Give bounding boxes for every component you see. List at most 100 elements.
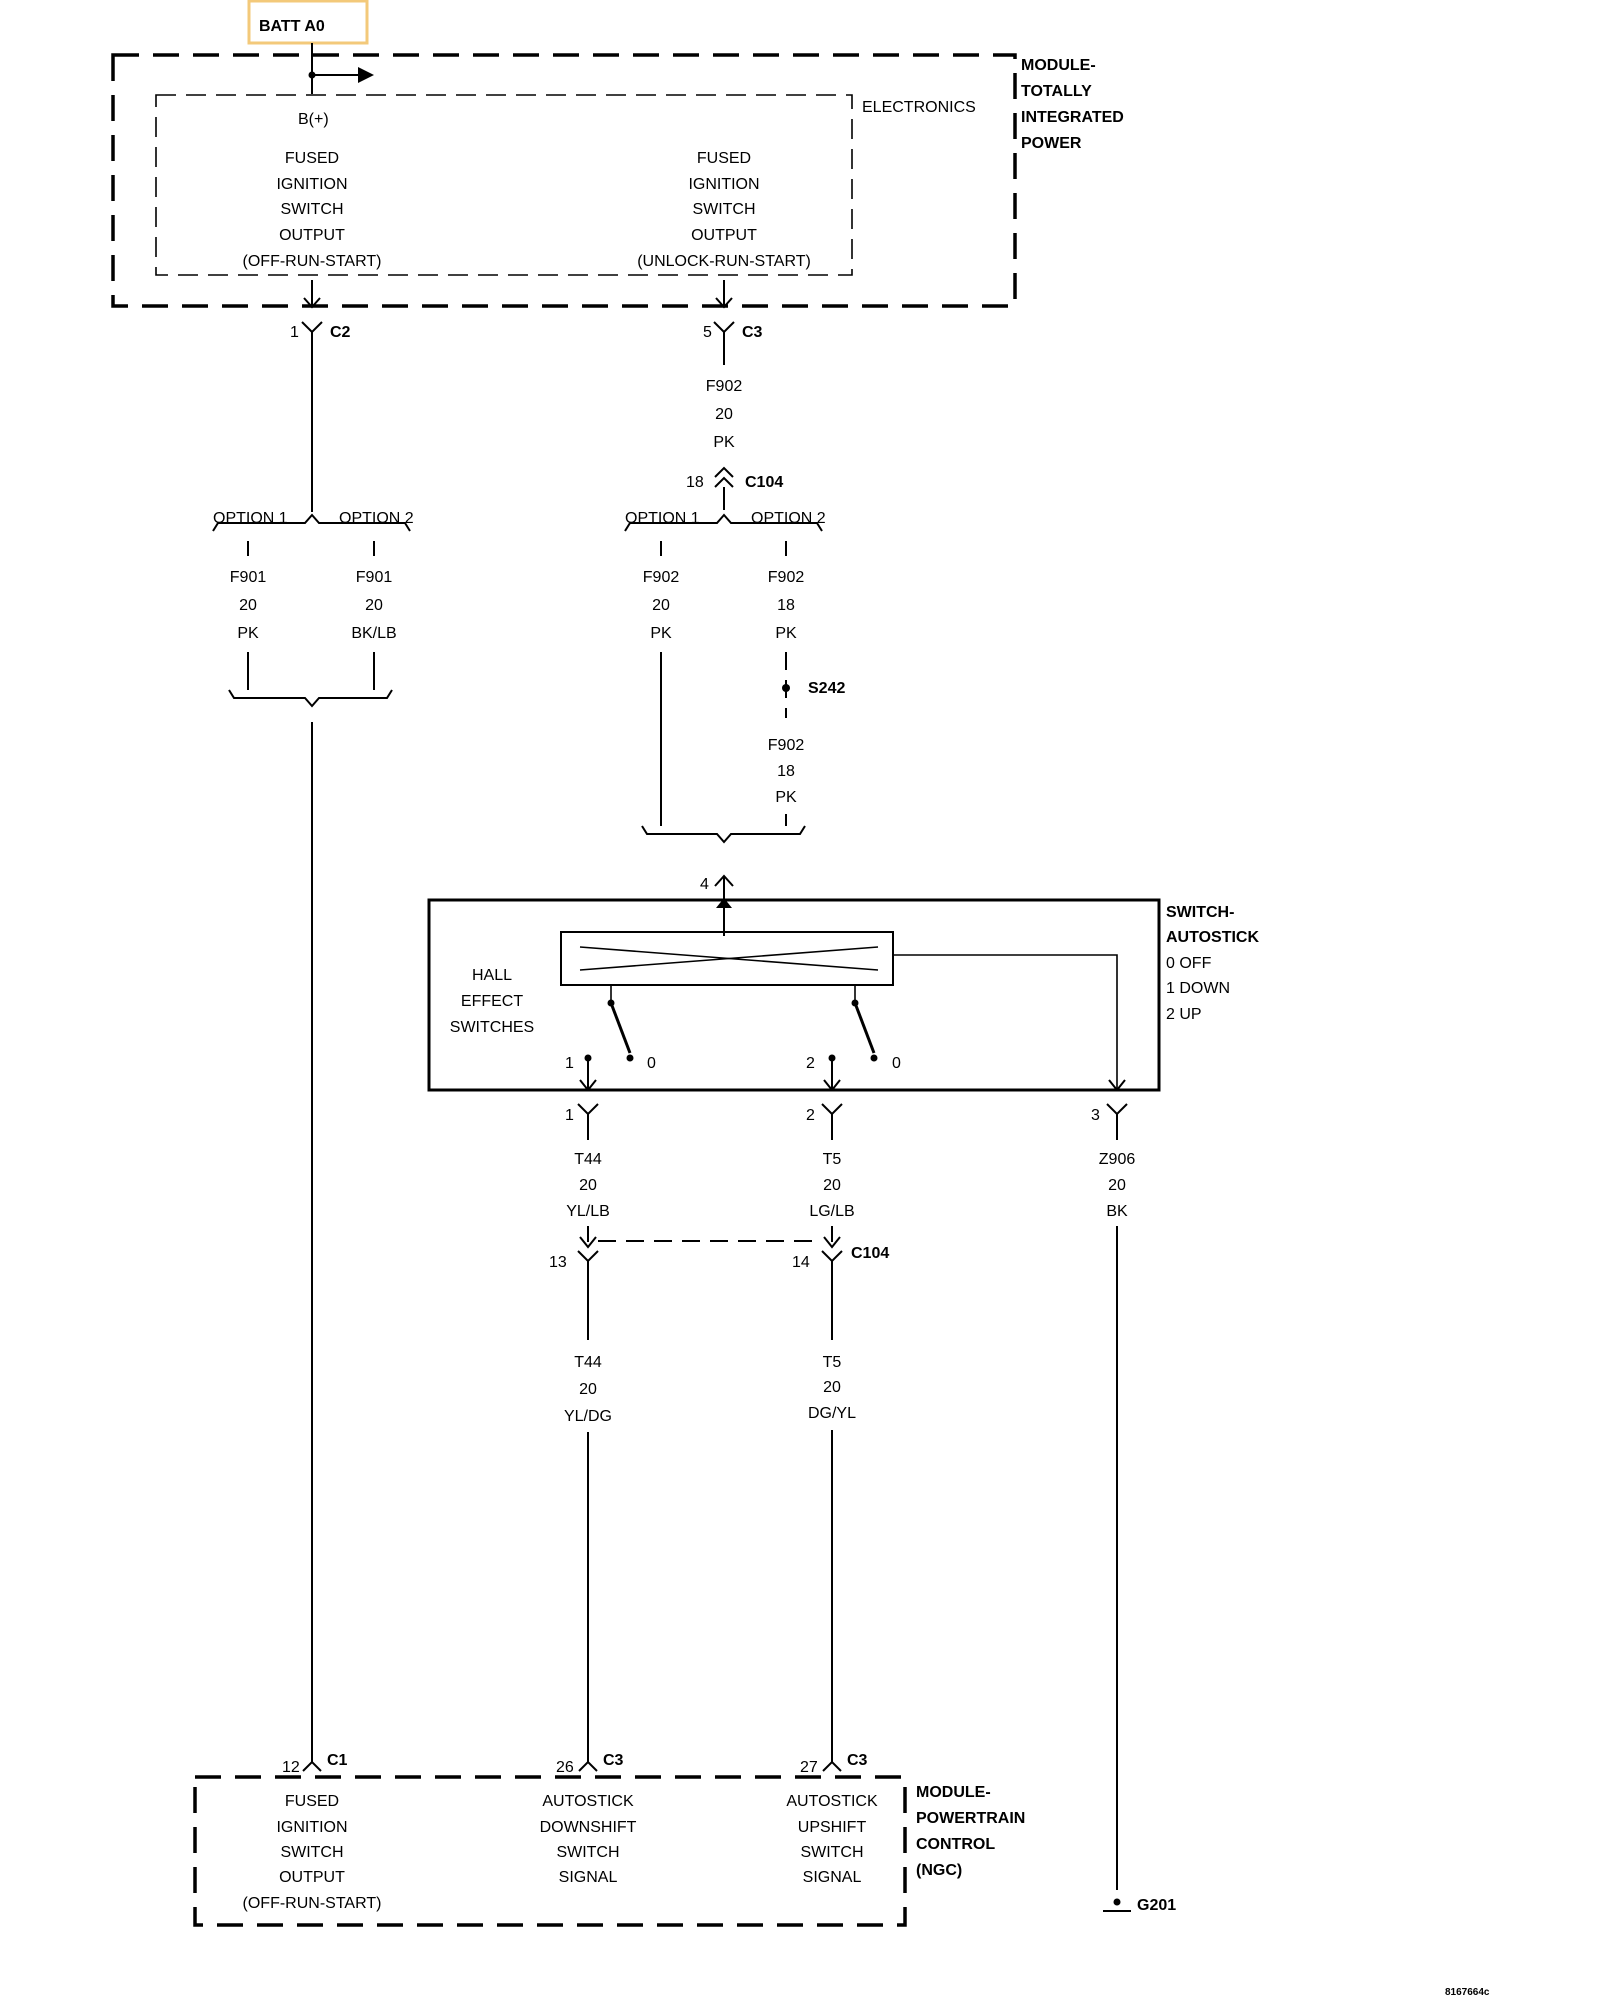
batt-label-box <box>247 0 369 45</box>
pcm-connectors: 12 C1 26 C3 27 C3 <box>282 1752 868 1776</box>
pcm-border <box>193 1775 907 1927</box>
left-opt2-wire-gauge: 20 <box>365 597 383 614</box>
pcm-col3-2: UPSHIFT <box>798 1819 867 1836</box>
tipm-name-2: TOTALLY <box>1021 83 1092 100</box>
connector-switch-pin-1-label: 1 <box>565 1107 574 1124</box>
connector-switch-pin-4-label: 4 <box>700 876 709 893</box>
wire-t44-upper-gauge: 20 <box>579 1177 597 1194</box>
right-merge-brace <box>641 825 806 844</box>
switch-2-pin-label: 2 <box>806 1055 815 1072</box>
switch-1-contact-icon <box>609 1002 632 1054</box>
switch-out-2-arrow-icon <box>823 1079 841 1092</box>
connector-c104-lower-pin-left: 13 <box>549 1254 567 1271</box>
switch-1-pin-label: 1 <box>565 1055 574 1072</box>
connector-c104-lower: 13 14 C104 <box>549 1236 889 1271</box>
connector-pcm-c3-27-pin: 27 <box>800 1759 818 1776</box>
connector-c2-icon <box>301 321 323 334</box>
tipm-bplus: B(+) <box>298 111 329 128</box>
connector-switch-pin-2-label: 2 <box>806 1107 815 1124</box>
connector-c104-lower-right-icon <box>823 1236 841 1249</box>
hall-effect-label-1: HALL <box>472 967 512 984</box>
tipm-right-output-1: FUSED <box>697 150 751 167</box>
splice-s242: S242 <box>782 680 845 697</box>
connector-c3-tipm-name: C3 <box>742 324 763 341</box>
connector-pcm-c3-26-pin: 26 <box>556 1759 574 1776</box>
connector-c3-tipm-pin: 5 <box>703 324 712 341</box>
switch-autostick-border <box>427 898 1161 1092</box>
switch-autostick-pos-0: 0 OFF <box>1166 955 1212 972</box>
hall-effect-label-3: SWITCHES <box>450 1019 534 1036</box>
connector-switch-pin-4: 4 <box>700 874 734 893</box>
switch-autostick-name-2: AUTOSTICK <box>1166 929 1259 946</box>
wire-t5-upper-id: T5 <box>823 1151 842 1168</box>
switch-autostick-pos-1: 1 DOWN <box>1166 980 1230 997</box>
tipm-left-output-1: FUSED <box>285 150 339 167</box>
switch-bottom-connectors: 1 2 3 <box>565 1103 1128 1124</box>
left-option-brace: OPTION 1 OPTION 2 <box>212 510 414 532</box>
connector-c2: 1 C2 <box>290 321 351 341</box>
pcm-col1-1: FUSED <box>285 1793 339 1810</box>
connector-switch-pin-3-icon <box>1106 1103 1128 1116</box>
left-opt1-wire-id: F901 <box>230 569 267 586</box>
hall-sensor-icon <box>560 931 894 986</box>
wire-t5-lower-color: DG/YL <box>808 1405 856 1422</box>
figure-id: 8167664c <box>1445 1987 1490 1998</box>
tipm-name-3: INTEGRATED <box>1021 109 1124 126</box>
connector-switch-pin-1-icon <box>577 1103 599 1116</box>
pcm-col2-1: AUTOSTICK <box>542 1793 634 1810</box>
left-opt2-wire-color: BK/LB <box>351 625 396 642</box>
wire-t5-lower-gauge: 20 <box>823 1379 841 1396</box>
connector-pcm-c1-name: C1 <box>327 1752 348 1769</box>
splice-s242-dot-icon <box>782 684 790 692</box>
pcm-col2-2: DOWNSHIFT <box>540 1819 637 1836</box>
connector-c2-pin: 1 <box>290 324 299 341</box>
connector-c2-name: C2 <box>330 324 351 341</box>
wire-f902-lower-gauge: 18 <box>777 763 795 780</box>
connector-c3-tipm-icon <box>713 321 735 334</box>
connector-pcm-c1-icon <box>302 1760 322 1772</box>
connector-switch-pin-2-icon <box>821 1103 843 1116</box>
pcm-col2-4: SIGNAL <box>559 1869 618 1886</box>
wire-f902-top-color: PK <box>713 434 735 451</box>
pcm-module: MODULE- POWERTRAIN CONTROL (NGC) FUSED I… <box>193 1775 1025 1927</box>
ground-g201: G201 <box>1103 1897 1176 1914</box>
left-opt2-wire-id: F901 <box>356 569 393 586</box>
connector-c3-tipm: 5 C3 <box>703 321 763 341</box>
wire-f902-lower-id: F902 <box>768 737 805 754</box>
connector-switch-pin-3-label: 3 <box>1091 1107 1100 1124</box>
pcm-name-3: CONTROL <box>916 1836 995 1853</box>
wire-t5-upper-color: LG/LB <box>809 1203 854 1220</box>
pcm-col1-3: SWITCH <box>280 1844 343 1861</box>
connector-c104-upper: 18 C104 <box>686 466 783 491</box>
tipm-left-output-2: IGNITION <box>276 176 347 193</box>
right-option-brace: OPTION 1 OPTION 2 <box>624 510 826 532</box>
left-option-1-label: OPTION 1 <box>213 510 288 527</box>
wire-f902-top-gauge: 20 <box>715 406 733 423</box>
right-opt1-wire-id: F902 <box>643 569 680 586</box>
connector-c104-upper-icon <box>714 466 734 478</box>
tipm-right-output-3: SWITCH <box>692 201 755 218</box>
wire-t44-upper-id: T44 <box>574 1151 602 1168</box>
right-option-1-label: OPTION 1 <box>625 510 700 527</box>
switch-autostick: SWITCH- AUTOSTICK 0 OFF 1 DOWN 2 UP HALL… <box>427 898 1259 1092</box>
connector-pcm-c3-26-name: C3 <box>603 1752 624 1769</box>
wire-t44-lower-gauge: 20 <box>579 1381 597 1398</box>
connector-c104-lower-left-icon <box>579 1236 597 1249</box>
switch-2-open-label: 0 <box>892 1055 901 1072</box>
wire-t44-lower-color: YL/DG <box>564 1408 612 1425</box>
connector-pcm-c3-26-icon <box>578 1760 598 1772</box>
right-option-2-label: OPTION 2 <box>751 510 826 527</box>
connector-c104-upper-name: C104 <box>745 474 783 491</box>
tipm-left-output-3: SWITCH <box>280 201 343 218</box>
left-opt1-wire-gauge: 20 <box>239 597 257 614</box>
tipm-outer-border <box>111 53 1017 308</box>
tipm-left-output-arrow-icon <box>303 297 321 309</box>
wire-t44-upper-color: YL/LB <box>566 1203 610 1220</box>
right-opt2-wire-color: PK <box>775 625 797 642</box>
tipm-module: MODULE- TOTALLY INTEGRATED POWER ELECTRO… <box>111 43 1124 309</box>
pcm-col3-4: SIGNAL <box>803 1869 862 1886</box>
pcm-col3-3: SWITCH <box>800 1844 863 1861</box>
wire-z906-id: Z906 <box>1099 1151 1136 1168</box>
switch-input-arrow-icon <box>716 898 732 908</box>
